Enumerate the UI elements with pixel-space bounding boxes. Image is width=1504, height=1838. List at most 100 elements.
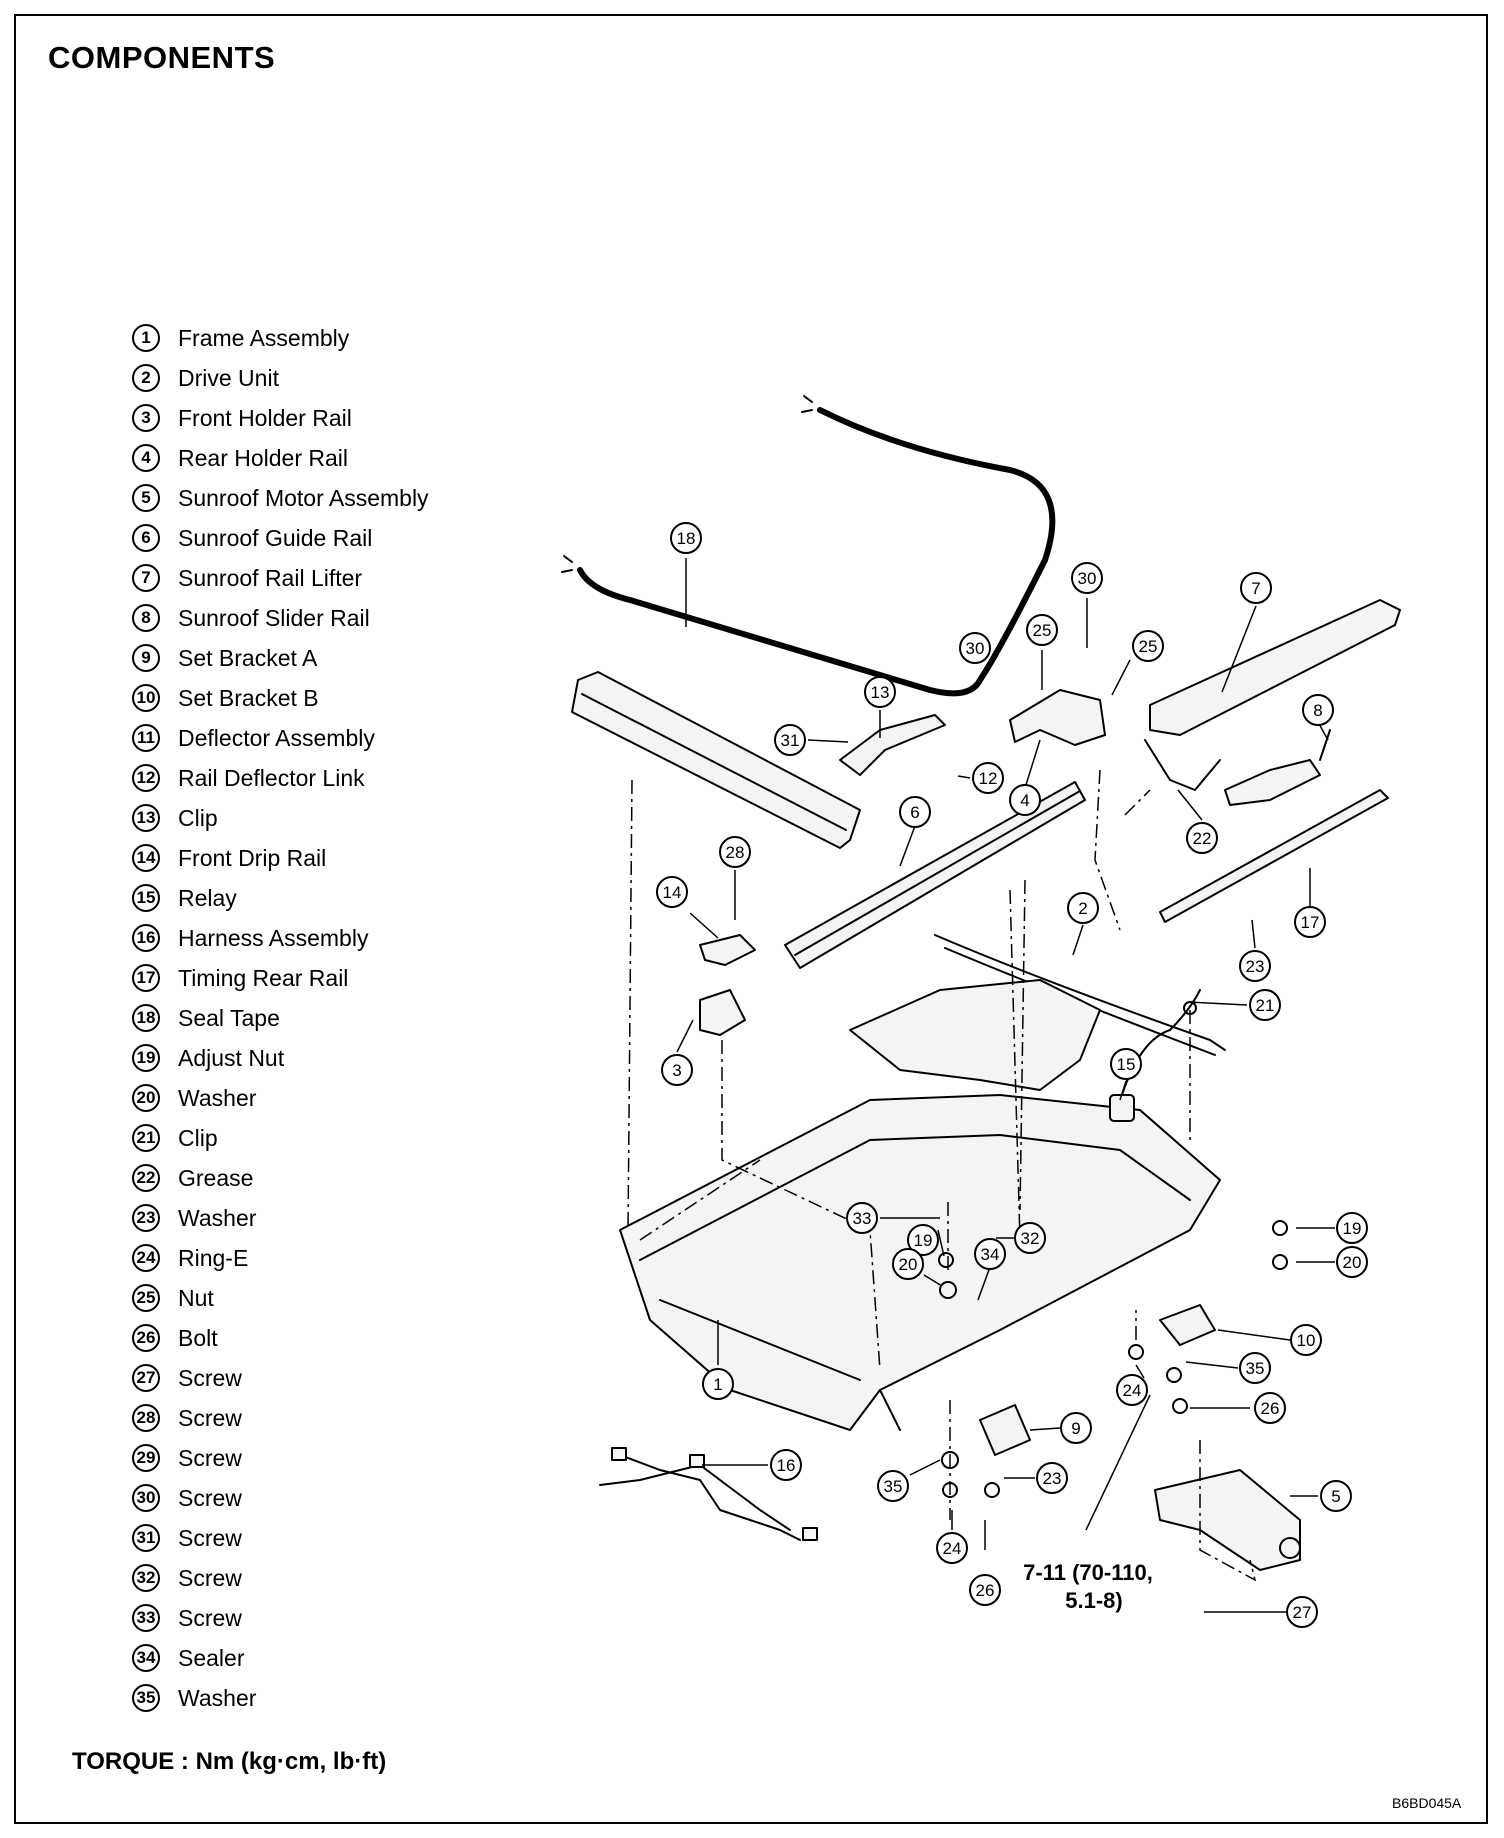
- callout-23-b: 23: [1036, 1462, 1068, 1494]
- callout-33: 33: [846, 1202, 878, 1234]
- legend-number: 3: [132, 404, 160, 432]
- legend-number: 6: [132, 524, 160, 552]
- legend-item: 7 Sunroof Rail Lifter: [132, 558, 429, 598]
- legend-number: 19: [132, 1044, 160, 1072]
- seal-tape: [577, 407, 1056, 697]
- legend-item: 19 Adjust Nut: [132, 1038, 429, 1078]
- sunroof-slider-rail: [1224, 759, 1321, 806]
- svg-text:33: 33: [853, 1209, 872, 1228]
- callout-24: 24: [1116, 1374, 1148, 1406]
- set-bracket-b: [1159, 1304, 1216, 1346]
- legend-number: 7: [132, 564, 160, 592]
- svg-text:6: 6: [910, 803, 919, 822]
- legend-number: 14: [132, 844, 160, 872]
- legend-label: Washer: [178, 1084, 257, 1111]
- legend-label: Washer: [178, 1684, 257, 1711]
- svg-text:2: 2: [1078, 899, 1087, 918]
- callout-10: 10: [1290, 1324, 1322, 1356]
- torque-spec-line1: 7-11 (70-110,: [1023, 1560, 1153, 1585]
- callout-25-b: 25: [1132, 630, 1164, 662]
- set-bracket-a: [979, 1404, 1031, 1456]
- legend-number: 24: [132, 1244, 160, 1272]
- legend-item: 30 Screw: [132, 1478, 429, 1518]
- svg-text:1: 1: [713, 1375, 722, 1394]
- legend-number: 12: [132, 764, 160, 792]
- legend-label: Relay: [178, 884, 237, 911]
- callout-6: 6: [899, 796, 931, 828]
- legend-label: Frame Assembly: [178, 324, 350, 351]
- callout-24-b: 24: [936, 1532, 968, 1564]
- callout-17: 17: [1294, 906, 1326, 938]
- legend-label: Ring-E: [178, 1244, 249, 1271]
- callout-25: 25: [1026, 614, 1058, 646]
- legend-number: 10: [132, 684, 160, 712]
- legend-number: 18: [132, 1004, 160, 1032]
- legend-item: 3 Front Holder Rail: [132, 398, 429, 438]
- callout-2: 2: [1067, 892, 1099, 924]
- svg-text:16: 16: [777, 1456, 796, 1475]
- legend-label: Rear Holder Rail: [178, 444, 349, 471]
- front-drip-rail: [571, 671, 861, 849]
- svg-text:32: 32: [1021, 1229, 1040, 1248]
- svg-text:4: 4: [1020, 791, 1029, 810]
- svg-text:23: 23: [1246, 957, 1265, 976]
- svg-text:14: 14: [663, 883, 682, 902]
- legend-number: 26: [132, 1324, 160, 1352]
- legend-item: 12 Rail Deflector Link: [132, 758, 429, 798]
- svg-text:28: 28: [726, 843, 745, 862]
- svg-text:12: 12: [979, 769, 998, 788]
- callout-32: 32: [1014, 1222, 1046, 1254]
- legend-number: 22: [132, 1164, 160, 1192]
- svg-text:5: 5: [1331, 1487, 1340, 1506]
- legend-label: Sunroof Guide Rail: [178, 524, 373, 551]
- legend-number: 32: [132, 1564, 160, 1592]
- svg-text:8: 8: [1313, 701, 1322, 720]
- front-drip-rail-bracket: [699, 934, 756, 966]
- legend-label: Deflector Assembly: [178, 724, 375, 751]
- callout-5: 5: [1320, 1480, 1352, 1512]
- svg-text:25: 25: [1139, 637, 1158, 656]
- svg-text:10: 10: [1297, 1331, 1316, 1350]
- svg-text:3: 3: [672, 1061, 681, 1080]
- svg-text:19: 19: [914, 1231, 933, 1250]
- legend-number: 13: [132, 804, 160, 832]
- legend-number: 30: [132, 1484, 160, 1512]
- callout-35: 35: [1239, 1352, 1271, 1384]
- legend-number: 23: [132, 1204, 160, 1232]
- figure-border: [14, 14, 1488, 1824]
- legend-label: Set Bracket B: [178, 684, 319, 711]
- legend-label: Rail Deflector Link: [178, 764, 365, 791]
- callout-1: 1: [702, 1368, 734, 1400]
- legend-label: Front Holder Rail: [178, 404, 352, 431]
- legend-number: 34: [132, 1644, 160, 1672]
- legend-label: Screw: [178, 1524, 242, 1551]
- legend-number: 5: [132, 484, 160, 512]
- legend-number: 9: [132, 644, 160, 672]
- legend-number: 4: [132, 444, 160, 472]
- legend-number: 27: [132, 1364, 160, 1392]
- legend-label: Sunroof Rail Lifter: [178, 564, 363, 591]
- legend-label: Adjust Nut: [178, 1044, 285, 1071]
- legend-label: Sealer: [178, 1644, 245, 1671]
- callout-26: 26: [1254, 1392, 1286, 1424]
- legend-label: Screw: [178, 1484, 242, 1511]
- svg-text:35: 35: [884, 1477, 903, 1496]
- legend-number: 35: [132, 1684, 160, 1712]
- legend-number: 33: [132, 1604, 160, 1632]
- callout-21: 21: [1249, 989, 1281, 1021]
- legend-label: Harness Assembly: [178, 924, 369, 951]
- legend-number: 25: [132, 1284, 160, 1312]
- legend-item: 4 Rear Holder Rail: [132, 438, 429, 478]
- callout-12: 12: [972, 762, 1004, 794]
- legend-number: 17: [132, 964, 160, 992]
